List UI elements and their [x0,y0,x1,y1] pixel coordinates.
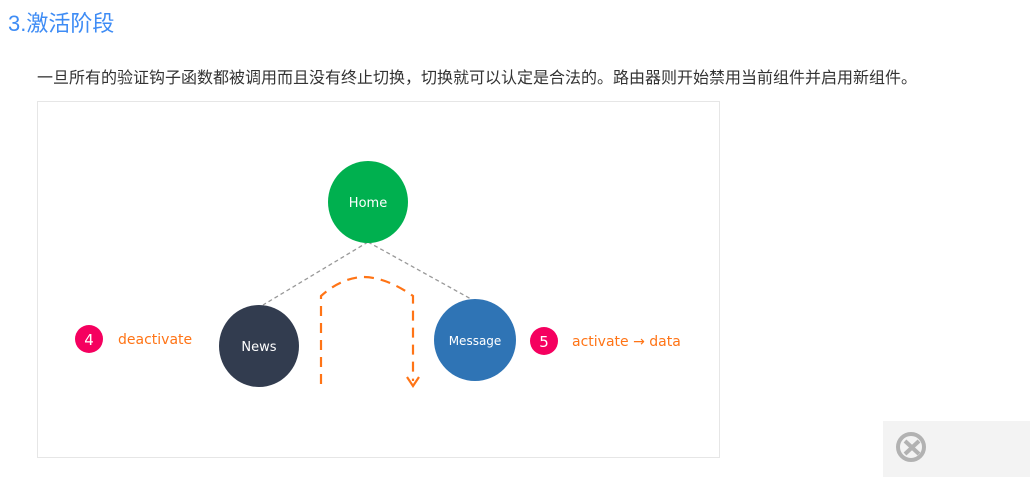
transition-path [319,275,415,384]
arrow-down-icon [406,376,420,388]
node-message: Message [434,299,516,381]
svg-text:Home: Home [349,196,387,211]
edge-home-news [262,241,369,306]
svg-text:5: 5 [539,333,549,351]
svg-text:activate → data: activate → data [572,334,681,350]
node-news: News [219,305,299,387]
step-4: 4 deactivate [75,325,192,353]
svg-text:4: 4 [84,331,94,349]
svg-text:deactivate: deactivate [118,332,192,348]
paragraph: 一旦所有的验证钩子函数都被调用而且没有终止切换，切换就可以认定是合法的。路由器则… [37,70,918,87]
diagram-figure: Home News Message 4 deactivate 5 activat… [37,101,720,458]
node-home: Home [328,161,408,243]
step-5: 5 activate → data [530,327,681,355]
edge-home-message [367,241,472,300]
svg-text:Message: Message [449,334,502,348]
watermark-logo-icon [896,432,926,462]
svg-text:News: News [241,340,276,355]
route-activation-diagram: Home News Message 4 deactivate 5 activat… [75,161,681,388]
watermark-logo [883,421,1030,477]
section-heading: 3.激活阶段 [8,11,115,36]
